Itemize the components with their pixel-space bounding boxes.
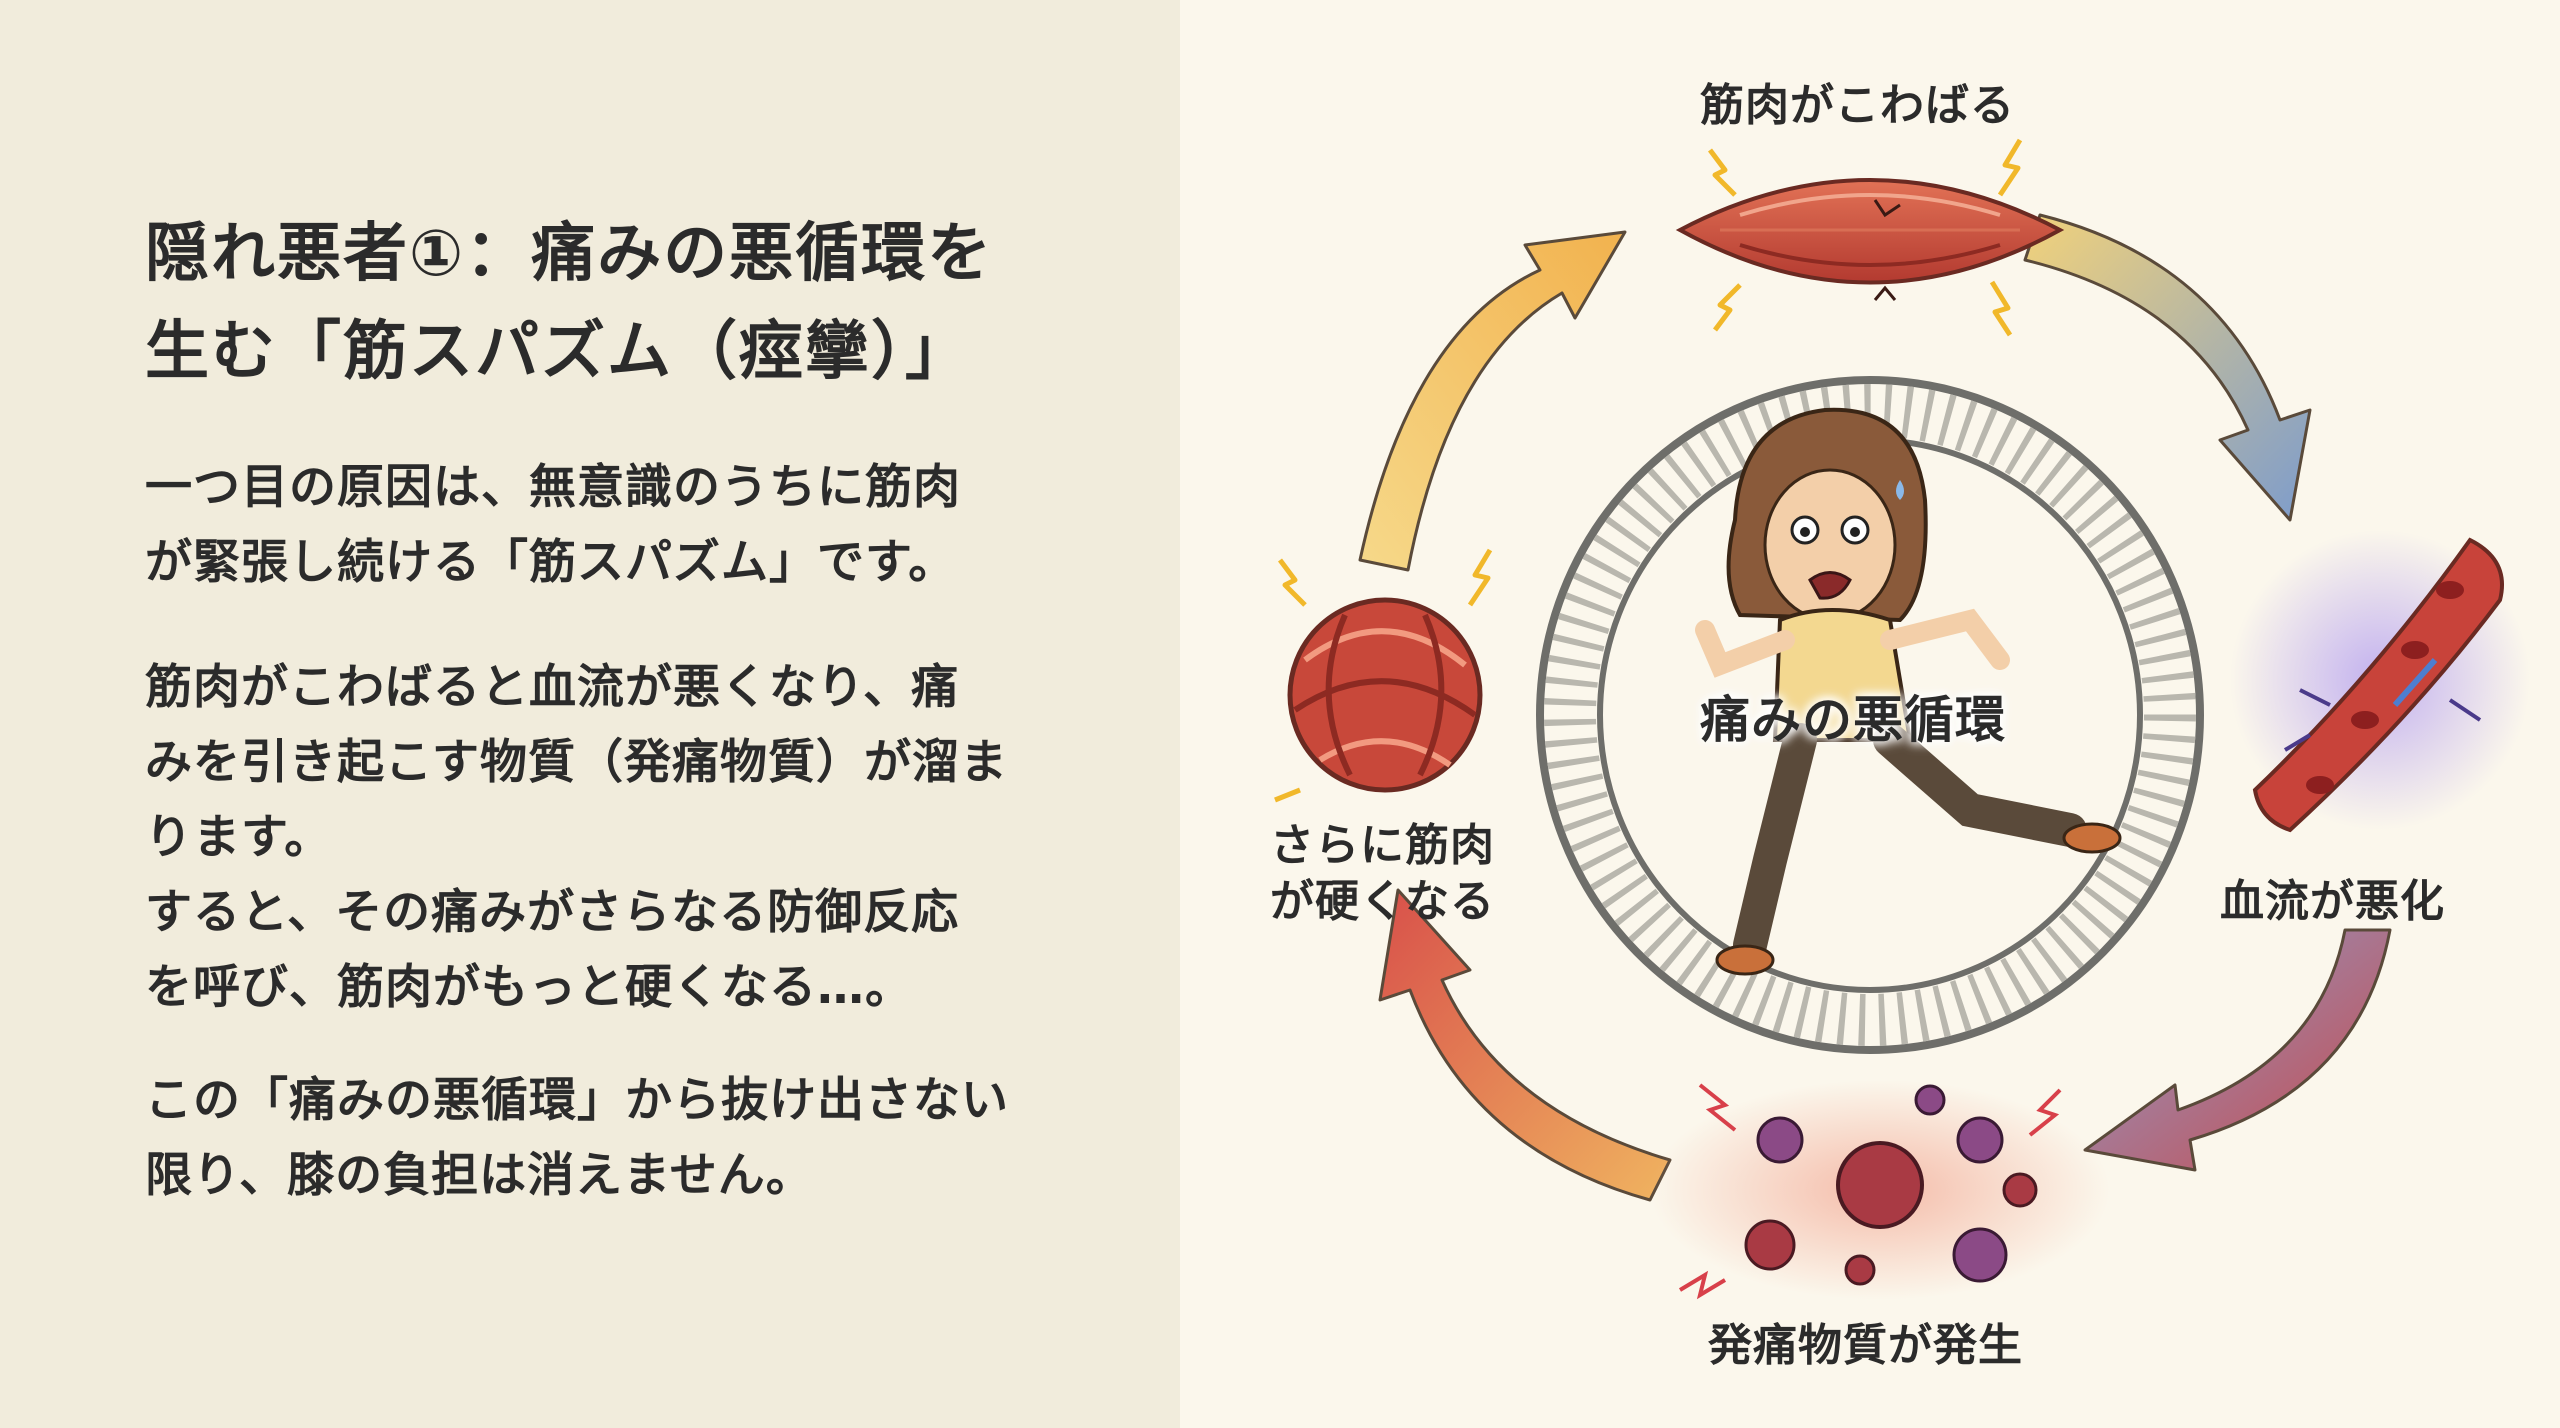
title-line: 生む「筋スパズム（痙攣）」 — [145, 315, 971, 389]
paragraph-line: みを引き起こす物質（発痛物質）が溜ま — [145, 735, 1009, 790]
paragraph-line: を呼び、筋肉がもっと硬くなる…。 — [145, 960, 913, 1015]
step-label-line: さらに筋肉 — [1270, 820, 1495, 871]
cycle-center-label: 痛みの悪循環 — [1700, 691, 2006, 749]
paragraph-cause: 一つ目の原因は、無意識のうちに筋肉 が緊張し続ける「筋スパズム」です。 — [145, 450, 1155, 600]
blood-vessel-icon — [2230, 530, 2530, 833]
paragraph-line: ります。 — [145, 810, 333, 865]
step-label-pain-substance: 発痛物質が発生 — [1708, 1320, 2023, 1371]
cycle-arrow-to-top — [1358, 230, 1627, 572]
stiff-muscle-icon — [1675, 138, 2065, 337]
step-label-line: が硬くなる — [1270, 876, 1495, 927]
paragraph-line: この「痛みの悪循環」から抜け出さない — [145, 1073, 1009, 1128]
cycle-arrow-to-bottom — [2083, 928, 2392, 1172]
page-title: 隠れ悪者①：痛みの悪循環を 生む「筋スパズム（痙攣）」 — [145, 205, 1145, 401]
cycle-arrow-to-right — [2023, 213, 2312, 522]
paragraph-conclusion: この「痛みの悪循環」から抜け出さない 限り、膝の負担は消えません。 — [145, 1063, 1155, 1213]
paragraph-line: 筋肉がこわばると血流が悪くなり、痛 — [145, 660, 960, 715]
paragraph-line: が緊張し続ける「筋スパズム」です。 — [145, 535, 957, 590]
cycle-arrow-to-left — [1378, 888, 1672, 1202]
paragraph-line: 限り、膝の負担は消えません。 — [145, 1148, 814, 1203]
paragraph-line: 一つ目の原因は、無意識のうちに筋肉 — [145, 460, 961, 515]
step-label-poor-circulation: 血流が悪化 — [2220, 876, 2445, 927]
cycle-illustration — [1274, 138, 2530, 1300]
pain-substance-icon — [1650, 1080, 2110, 1300]
text-panel: 隠れ悪者①：痛みの悪循環を 生む「筋スパズム（痙攣）」 一つ目の原因は、無意識の… — [0, 0, 1180, 1428]
title-line: 隠れ悪者①：痛みの悪循環を — [145, 217, 994, 291]
step-label-harder-muscle: さらに筋肉 が硬くなる — [1270, 818, 1495, 930]
knotted-muscle-icon — [1274, 548, 1493, 803]
step-label-stiff-muscle: 筋肉がこわばる — [1700, 80, 2015, 131]
paragraph-mechanism: 筋肉がこわばると血流が悪くなり、痛 みを引き起こす物質（発痛物質）が溜ま ります… — [145, 650, 1155, 1025]
vicious-cycle-diagram: 筋肉がこわばる 血流が悪化 発痛物質が発生 さらに筋肉 が硬くなる 痛みの悪循環 — [1180, 0, 2560, 1428]
paragraph-line: すると、その痛みがさらなる防御反応 — [145, 885, 960, 940]
running-person-icon — [1695, 407, 2122, 976]
